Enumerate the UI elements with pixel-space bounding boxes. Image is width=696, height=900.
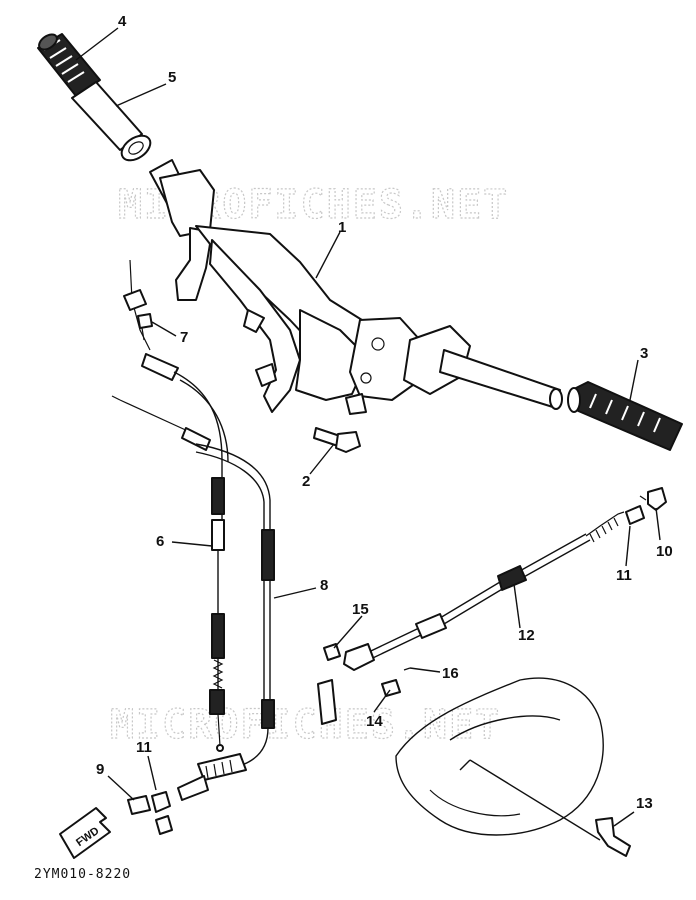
callouts: 1 2 3 4 5 6 7 8 9 10 11 11 12 13 14 15 1… [96,13,673,812]
engine-case [395,677,631,857]
callout-6: 6 [156,533,164,550]
callout-7: 7 [180,329,188,346]
handlebar [149,159,563,415]
callout-13: 13 [636,795,653,812]
callout-4: 4 [118,13,127,30]
callout-14: 14 [366,713,383,730]
bolt [313,427,361,453]
throttle-tube [71,81,152,162]
callout-5: 5 [168,69,176,86]
callout-11-left: 11 [136,739,152,756]
callout-10: 10 [656,543,673,560]
throttle-cable-8 [177,443,275,801]
lower-adjuster [127,791,173,835]
left-grip [37,33,101,97]
callout-1: 1 [338,219,346,236]
callout-3: 3 [640,345,648,362]
fwd-arrow: FWD [59,807,111,859]
callout-2: 2 [302,473,310,490]
callout-9: 9 [96,761,104,778]
choke-cable-12 [351,511,625,667]
screw [137,313,153,341]
watermark-bottom: MICROFICHES.NET [110,702,501,748]
right-grip [567,381,683,451]
callout-12: 12 [518,627,535,644]
leader-lines [75,27,661,827]
callout-8: 8 [320,577,328,594]
throttle-cable-6 [111,259,229,752]
callout-15: 15 [352,601,369,618]
lever-assembly [317,643,411,725]
callout-11-right: 11 [616,567,632,584]
callout-16: 16 [442,665,459,682]
cable-end-fittings [625,487,667,525]
diagram-code: 2YM010-8220 [34,867,131,882]
